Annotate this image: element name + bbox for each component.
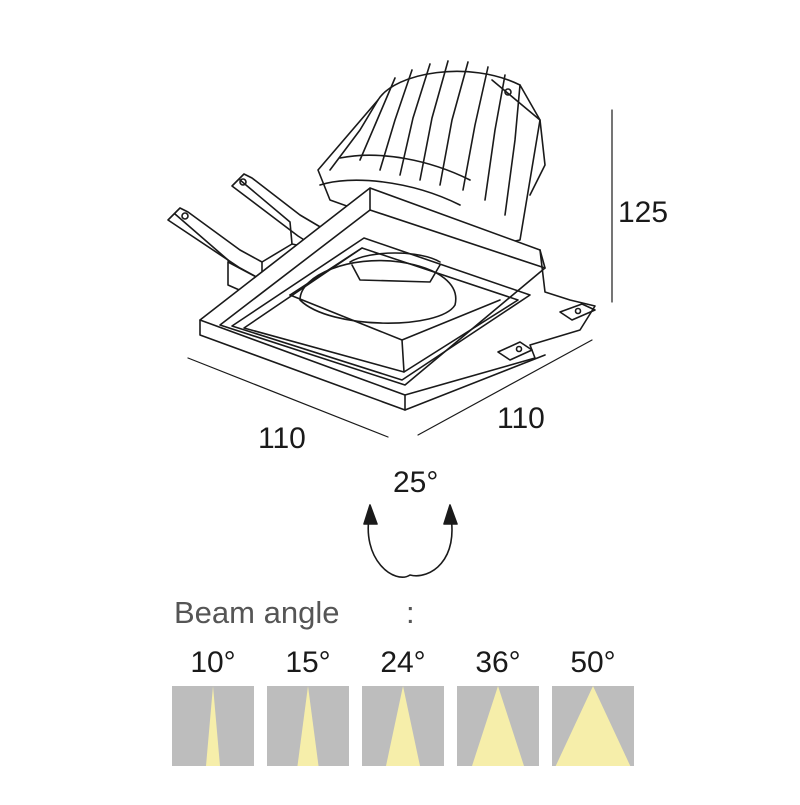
beam-option-24: 24°	[362, 648, 444, 766]
beam-cone-swatch	[172, 686, 254, 766]
beam-cone-icon	[555, 686, 631, 766]
height-dimension-label: 125	[618, 196, 669, 229]
width-left-dimension-label: 110	[258, 422, 306, 455]
beam-angle-title: Beam angle	[174, 595, 340, 630]
beam-cone-swatch	[267, 686, 349, 766]
width-right-dimension-label: 110	[497, 402, 545, 435]
tilt-angle-label: 25°	[393, 466, 439, 499]
beam-option-50: 50°	[552, 648, 634, 766]
beam-option-label: 50°	[570, 646, 616, 679]
beam-option-15: 15°	[267, 648, 349, 766]
beam-cone-icon	[297, 686, 319, 766]
beam-cone-icon	[206, 686, 220, 766]
dimension-lines	[187, 109, 613, 438]
beam-cone-icon	[385, 686, 421, 766]
mounting-clips	[167, 173, 323, 301]
beam-option-36: 36°	[457, 648, 539, 766]
trim-frame	[199, 187, 596, 411]
beam-option-label: 36°	[475, 646, 521, 679]
beam-option-label: 15°	[285, 646, 331, 679]
beam-angle-colon: :	[406, 595, 415, 630]
tilt-arc-icon	[363, 504, 458, 578]
width-left-dimension-line	[187, 357, 389, 438]
beam-cone-swatch	[362, 686, 444, 766]
beam-cone-icon	[472, 686, 524, 766]
beam-cone-swatch	[552, 686, 634, 766]
beam-option-label: 24°	[380, 646, 426, 679]
beam-option-10: 10°	[172, 648, 254, 766]
beam-cone-swatch	[457, 686, 539, 766]
width-right-dimension-line	[417, 339, 593, 436]
beam-option-label: 10°	[190, 646, 236, 679]
